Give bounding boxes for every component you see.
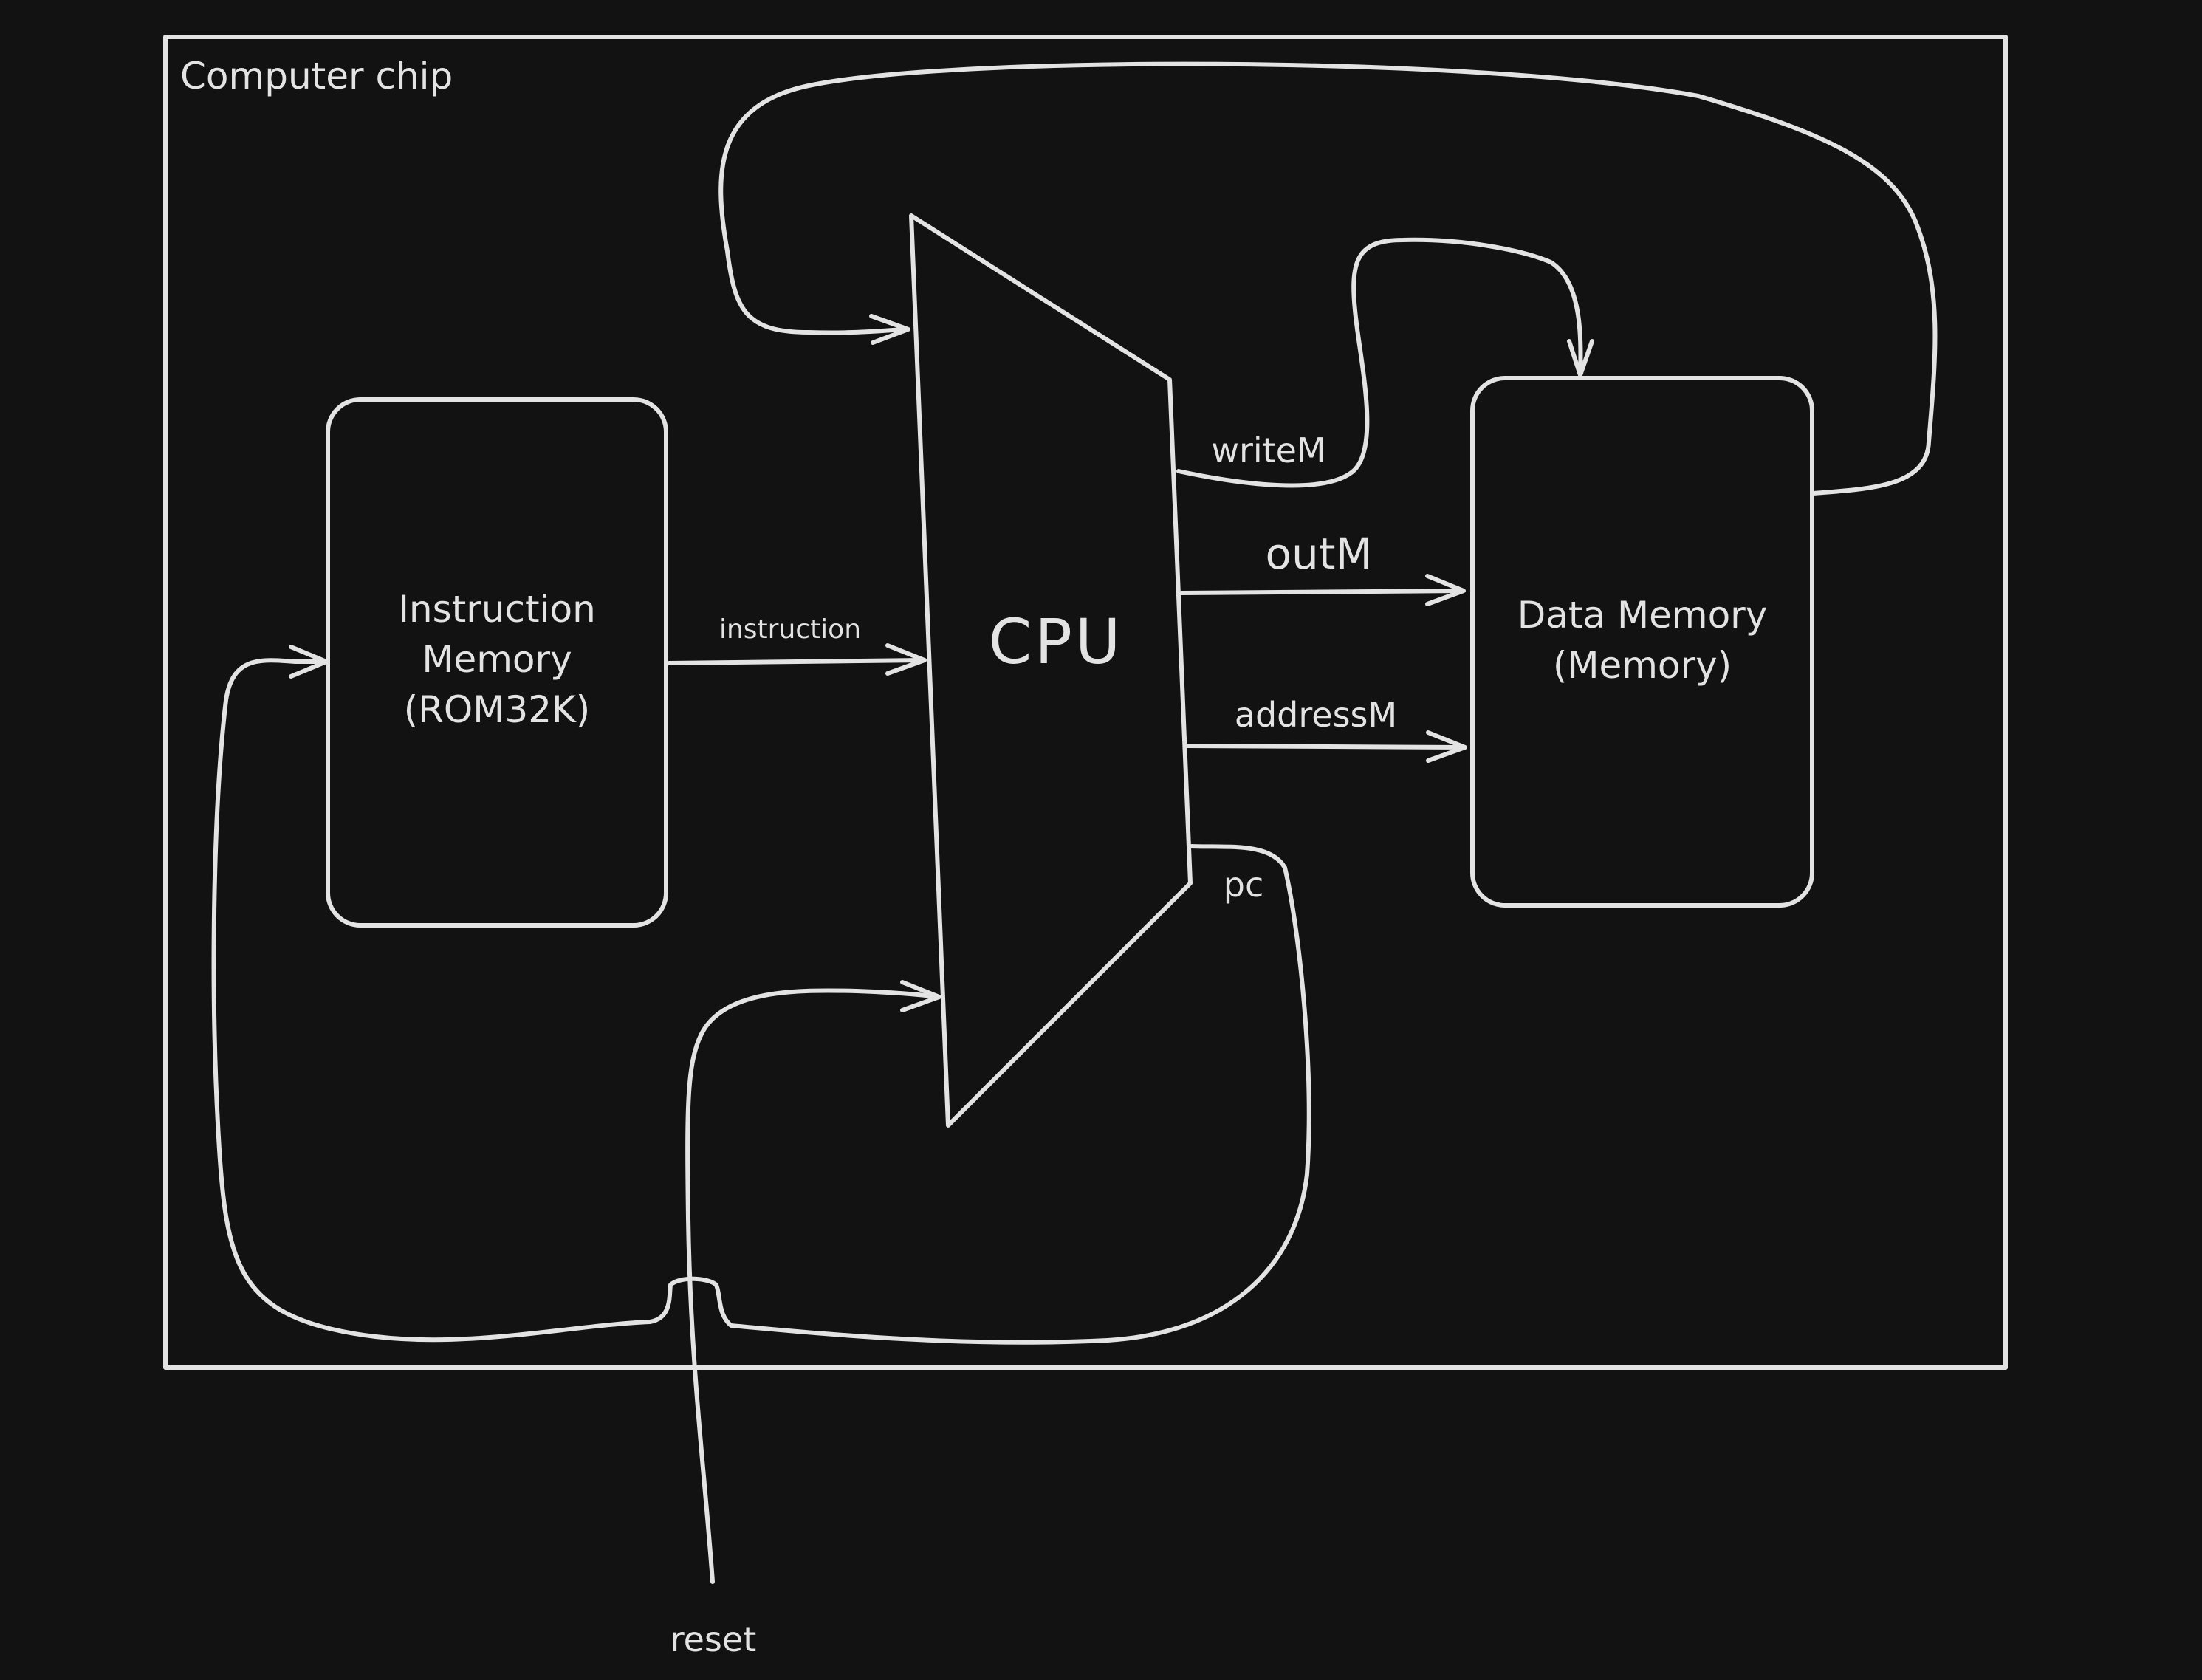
instruction-arrowhead — [885, 643, 927, 676]
reset-arrowhead — [900, 980, 941, 1012]
addressM-arrowhead — [1426, 730, 1467, 763]
instruction-memory-label-line1: Instruction — [398, 588, 596, 631]
addressM-signal-label: addressM — [1235, 695, 1397, 735]
pc-signal-label: pc — [1224, 865, 1264, 905]
cpu-label: CPU — [989, 606, 1124, 678]
cpu-block — [909, 213, 1193, 1128]
data-memory-box — [1470, 376, 1814, 908]
instruction-memory-label-line2: Memory — [422, 638, 572, 681]
computer-chip-label: Computer chip — [180, 55, 453, 97]
inM-arrowhead — [869, 314, 910, 345]
instruction-memory-label-line3: (ROM32K) — [404, 688, 591, 731]
reset-signal-label: reset — [670, 1619, 757, 1659]
addressM-wire — [1184, 744, 1466, 750]
computer-chip-container — [163, 35, 2008, 1370]
data-memory-label-line2: (Memory) — [1553, 644, 1732, 687]
outM-arrowhead — [1425, 574, 1466, 606]
instruction-signal-label: instruction — [719, 614, 861, 645]
instruction-memory-box — [326, 397, 668, 928]
writeM-wire — [1176, 237, 1583, 488]
instruction-wire — [667, 658, 925, 665]
reset-wire — [685, 988, 940, 1584]
writeM-signal-label: writeM — [1211, 431, 1325, 470]
inM-wire — [718, 61, 1938, 496]
data-memory-label-line1: Data Memory — [1517, 594, 1768, 637]
outM-signal-label: outM — [1265, 529, 1372, 579]
outM-wire — [1179, 589, 1464, 595]
writeM-arrowhead — [1567, 339, 1594, 377]
